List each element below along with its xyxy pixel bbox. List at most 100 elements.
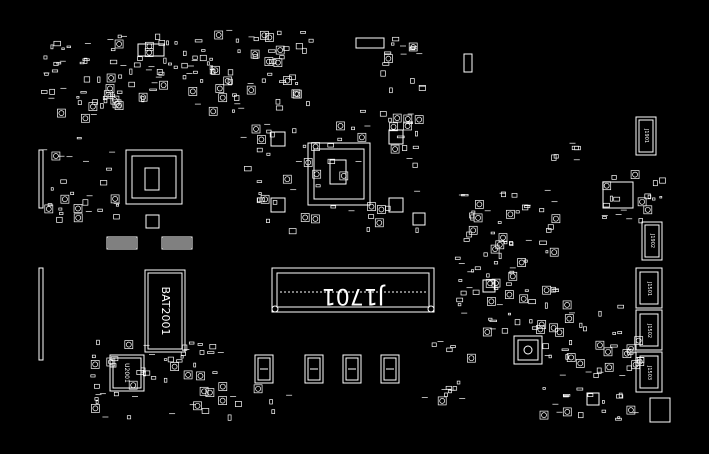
pcb-pad (251, 124, 261, 134)
pcb-pad (246, 85, 256, 95)
pcb-pad (76, 137, 82, 140)
pcb-pad (223, 76, 233, 86)
pcb-pad (109, 59, 118, 65)
pcb-pad (252, 54, 259, 59)
pcb-pad (576, 387, 584, 391)
pcb-pad (277, 30, 282, 36)
pcb-pad (379, 111, 387, 117)
pcb-pad (409, 46, 416, 51)
pcb-pad (207, 389, 213, 396)
pcb-pad (412, 162, 418, 168)
pcb-pad (542, 387, 546, 390)
pcb-pad (579, 322, 583, 328)
pcb-pad (212, 67, 219, 74)
pcb-pad (207, 351, 215, 354)
pcb-pad (232, 109, 235, 113)
pcb-pad (183, 50, 187, 56)
pcb-pad (637, 197, 647, 207)
battery-label: BAT2001 (159, 287, 172, 336)
pcb-pad (115, 203, 119, 207)
pcb-pad (475, 215, 481, 221)
pcb-pad (163, 57, 167, 64)
pcb-pad (410, 78, 415, 84)
pcb-pad (244, 166, 252, 172)
pcb-pad (587, 393, 594, 397)
pcb-pad (486, 273, 490, 278)
pcb-pad (100, 180, 108, 186)
pcb-pad (498, 252, 502, 260)
pcb-pad (504, 240, 508, 245)
pcb-pad (266, 152, 271, 156)
pcb-pad (415, 130, 418, 137)
pcb-pad (61, 47, 65, 50)
pcb-pad (97, 208, 103, 212)
pcb-pad (520, 295, 527, 302)
pcb-pad (106, 73, 116, 83)
pcb-pad (50, 187, 54, 191)
pcb-pad (90, 360, 100, 369)
pcb-pad (199, 386, 209, 396)
pcb-pad (100, 103, 104, 109)
pcb-pad (315, 184, 321, 188)
pcb-pad (196, 371, 205, 381)
pcb-pad (199, 54, 207, 62)
pcb-pad (105, 84, 115, 93)
pcb-pad (644, 193, 651, 200)
pcb-pad (232, 93, 237, 97)
pcb-pad (256, 180, 263, 183)
pcb-pad (376, 219, 383, 226)
pcb-pad (652, 180, 658, 187)
pcb-pad (493, 280, 499, 286)
pcb-pad (146, 49, 153, 56)
pcb-pad (577, 360, 584, 367)
pcb-pad (295, 82, 299, 85)
pcb-pad (266, 34, 273, 41)
pcb-pad (197, 373, 204, 379)
pcb-pad (485, 279, 495, 288)
pcb-pad (219, 397, 226, 404)
pcb-pad (489, 319, 497, 322)
pcb-pad (291, 89, 301, 99)
pcb-pad (543, 287, 550, 294)
pcb-pad (116, 41, 122, 47)
pcb-pad (210, 108, 217, 115)
pcb-pad (58, 110, 65, 116)
pcb-pad (610, 344, 618, 348)
pcb-pad (266, 218, 270, 223)
pcb-pad (180, 355, 184, 359)
pcb-pad (312, 169, 322, 179)
pcb-pad (542, 285, 551, 295)
pcb-pad (388, 117, 392, 123)
pcb-pad (437, 396, 447, 406)
pcb-pad (140, 94, 146, 101)
pcb-pad (368, 214, 375, 219)
pcb-pad (92, 99, 98, 105)
pcb-pad (167, 356, 174, 363)
pcb-pad (626, 405, 636, 415)
pcb-pad (209, 69, 216, 75)
pcb-pad (209, 57, 213, 61)
pcb-pad (611, 175, 617, 180)
pcb-pad (176, 359, 183, 363)
pcb-pad (107, 93, 116, 97)
pcb-pad (308, 38, 314, 43)
pcb-pad (193, 70, 198, 74)
pcb-pad (112, 196, 118, 202)
pcb-pad (515, 210, 520, 214)
usb-port-j1502: J1502 (635, 309, 663, 351)
pcb-pad (482, 327, 492, 337)
pcb-pad (235, 401, 242, 407)
pcb-pad (83, 76, 91, 83)
pcb-pad (566, 315, 573, 322)
pcb-pad (185, 372, 191, 378)
pcb-pad (518, 259, 525, 266)
pcb-pad (628, 407, 634, 413)
pcb-pad (636, 357, 645, 364)
pcb-pad (330, 205, 337, 209)
component-square-e (388, 129, 404, 145)
pcb-pad (416, 116, 423, 123)
usb-port-j1902: J1902 (641, 221, 663, 261)
pcb-pad (498, 233, 508, 242)
pcb-pad (552, 288, 559, 292)
pcb-pad (470, 227, 477, 234)
